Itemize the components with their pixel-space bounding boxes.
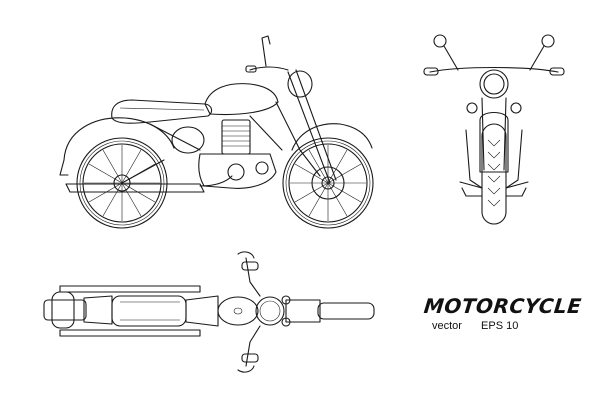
tank-top	[217, 296, 259, 326]
top-view	[43, 251, 375, 373]
front-view	[423, 34, 565, 225]
front-tire-top	[317, 302, 375, 320]
headlamp-top	[255, 296, 285, 326]
fuel-tank	[204, 83, 279, 115]
front-fork	[287, 69, 337, 184]
engine	[198, 119, 277, 189]
diagram-subtitle: vector EPS 10	[432, 320, 534, 332]
subtitle-right: EPS 10	[481, 320, 519, 332]
seat-top	[111, 295, 187, 327]
mirror-left	[433, 34, 447, 48]
front-tire	[481, 123, 507, 225]
subtitle-left: vector	[432, 320, 462, 332]
rear-fender	[63, 117, 175, 161]
side-panel	[171, 126, 205, 154]
diagram-title: MOTORCYCLE	[422, 294, 583, 318]
headlamp	[287, 70, 313, 98]
side-view	[59, 35, 374, 229]
handlebar	[249, 66, 289, 71]
exhaust	[65, 183, 205, 193]
rear-tire-top	[51, 291, 75, 329]
front-wheel	[282, 137, 374, 229]
mirror-right	[541, 34, 555, 48]
front-fender	[291, 123, 373, 151]
seat	[111, 99, 213, 124]
